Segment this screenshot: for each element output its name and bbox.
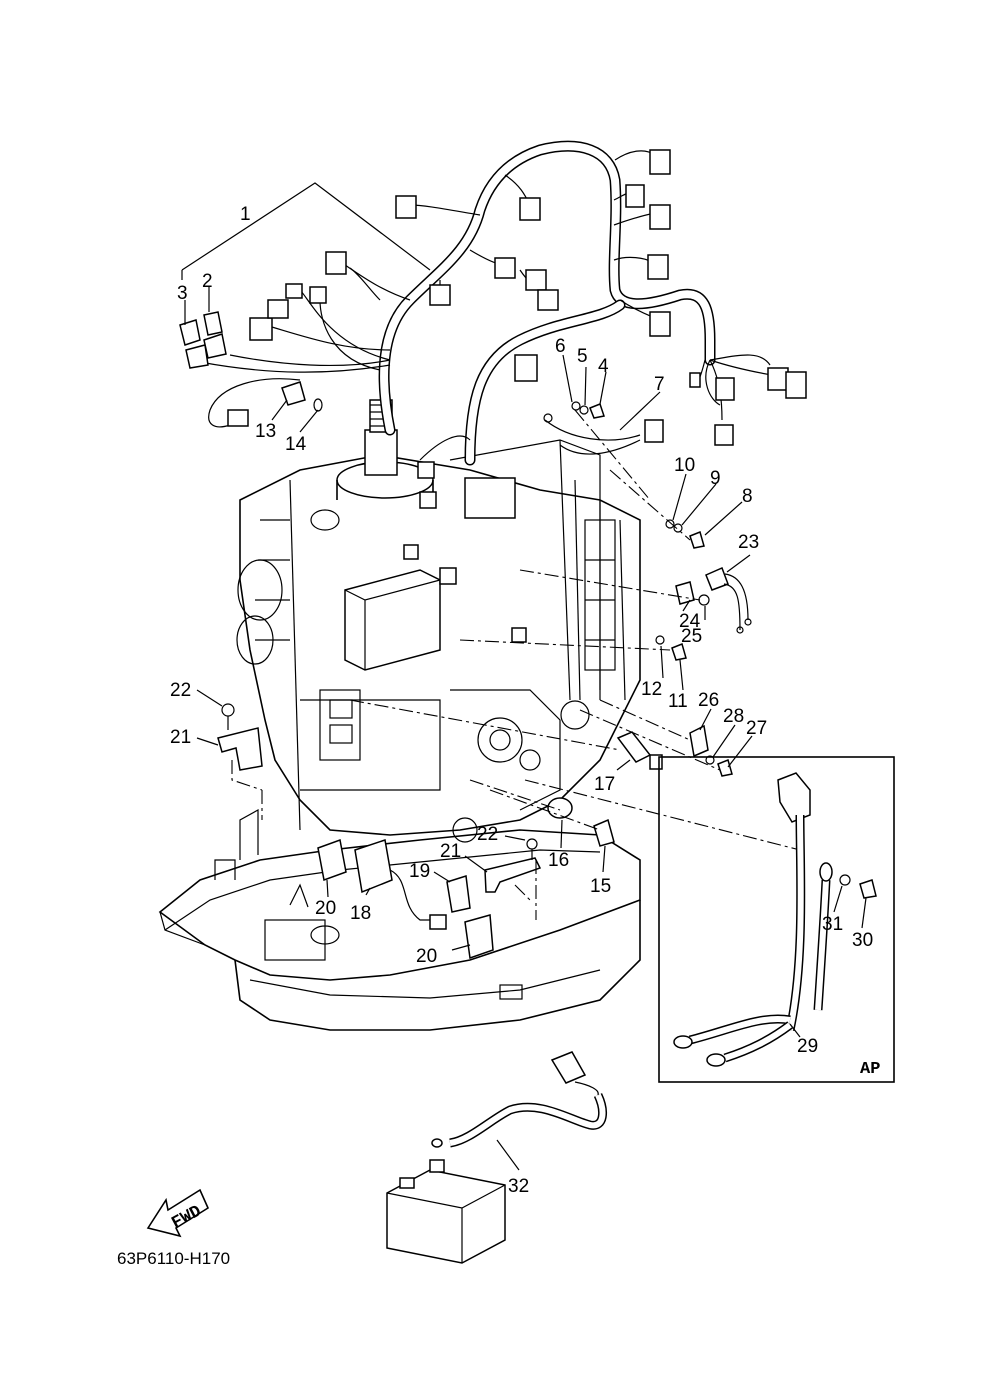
callout-26: 26: [698, 690, 719, 711]
callout-32: 32: [508, 1176, 529, 1197]
drawing-code: 63P6110-H170: [117, 1249, 230, 1268]
callout-20a: 20: [315, 898, 336, 919]
callout-18: 18: [350, 903, 371, 924]
ap-inset-box: [658, 756, 895, 1083]
callout-4: 4: [598, 356, 609, 377]
callout-5: 5: [577, 346, 588, 367]
callout-19: 19: [409, 861, 430, 882]
leader-lines: [181, 182, 801, 951]
callout-12: 12: [641, 679, 662, 700]
callout-16: 16: [548, 850, 569, 871]
callout-29: 29: [797, 1036, 818, 1057]
callout-30: 30: [852, 930, 873, 951]
callout-28: 28: [723, 706, 744, 727]
harness-connectors: [179, 149, 807, 960]
inset-tag: AP: [860, 1060, 880, 1079]
callout-3: 3: [177, 283, 188, 304]
callout-31: 31: [822, 914, 843, 935]
part-callouts: 1 2 3 4 5 6 7 8 9 10 11 12 13 14 15 16 1…: [117, 204, 880, 1268]
callout-21b: 21: [440, 841, 461, 862]
fwd-arrow-icon: FWD: [146, 1188, 210, 1238]
callout-27: 27: [746, 718, 767, 739]
callout-21a: 21: [170, 727, 191, 748]
callout-20b: 20: [416, 946, 437, 967]
callout-14: 14: [285, 434, 307, 455]
callout-23: 23: [738, 532, 759, 553]
callout-25: 25: [681, 626, 702, 647]
engine-block: [236, 399, 641, 843]
callout-7: 7: [654, 374, 665, 395]
bottom-cowling: [158, 808, 641, 1031]
callout-8: 8: [742, 486, 753, 507]
callout-13: 13: [255, 421, 276, 442]
callout-22a: 22: [170, 680, 191, 701]
callout-2: 2: [202, 271, 213, 292]
battery-cable: [386, 1051, 607, 1264]
callout-10: 10: [674, 455, 695, 476]
callout-17: 17: [594, 774, 615, 795]
callout-15: 15: [590, 876, 611, 897]
callout-24: 24: [679, 611, 701, 632]
callout-11: 11: [668, 691, 688, 712]
callout-22b: 22: [477, 824, 498, 845]
callout-1: 1: [240, 204, 251, 225]
callout-6: 6: [555, 336, 566, 357]
wire-harness: [199, 140, 791, 466]
fwd-label: FWD: [169, 1202, 205, 1233]
callout-9: 9: [710, 468, 721, 489]
